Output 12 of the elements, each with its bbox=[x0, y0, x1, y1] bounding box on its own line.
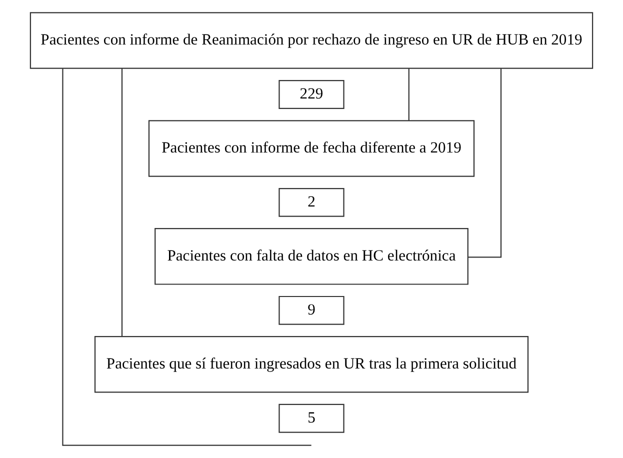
connector bbox=[468, 68, 502, 258]
connector bbox=[62, 68, 312, 446]
node-box: Pacientes que sí fueron ingresados en UR tras la primera solicitud bbox=[94, 336, 529, 393]
node-box: 9 bbox=[278, 296, 344, 325]
node-box: 229 bbox=[278, 80, 344, 109]
node-box: Pacientes con informe de Reanimación por rechazo de ingreso en UR de HUB en 2019 bbox=[30, 12, 594, 69]
node-box: 2 bbox=[278, 188, 344, 217]
node-box: Pacientes con falta de datos en HC electrónica bbox=[154, 228, 468, 285]
node-box: 5 bbox=[278, 404, 344, 433]
connector bbox=[121, 68, 123, 336]
node-box: Pacientes con informe de fecha diferente a 2019 bbox=[148, 120, 475, 177]
connector bbox=[408, 68, 410, 120]
